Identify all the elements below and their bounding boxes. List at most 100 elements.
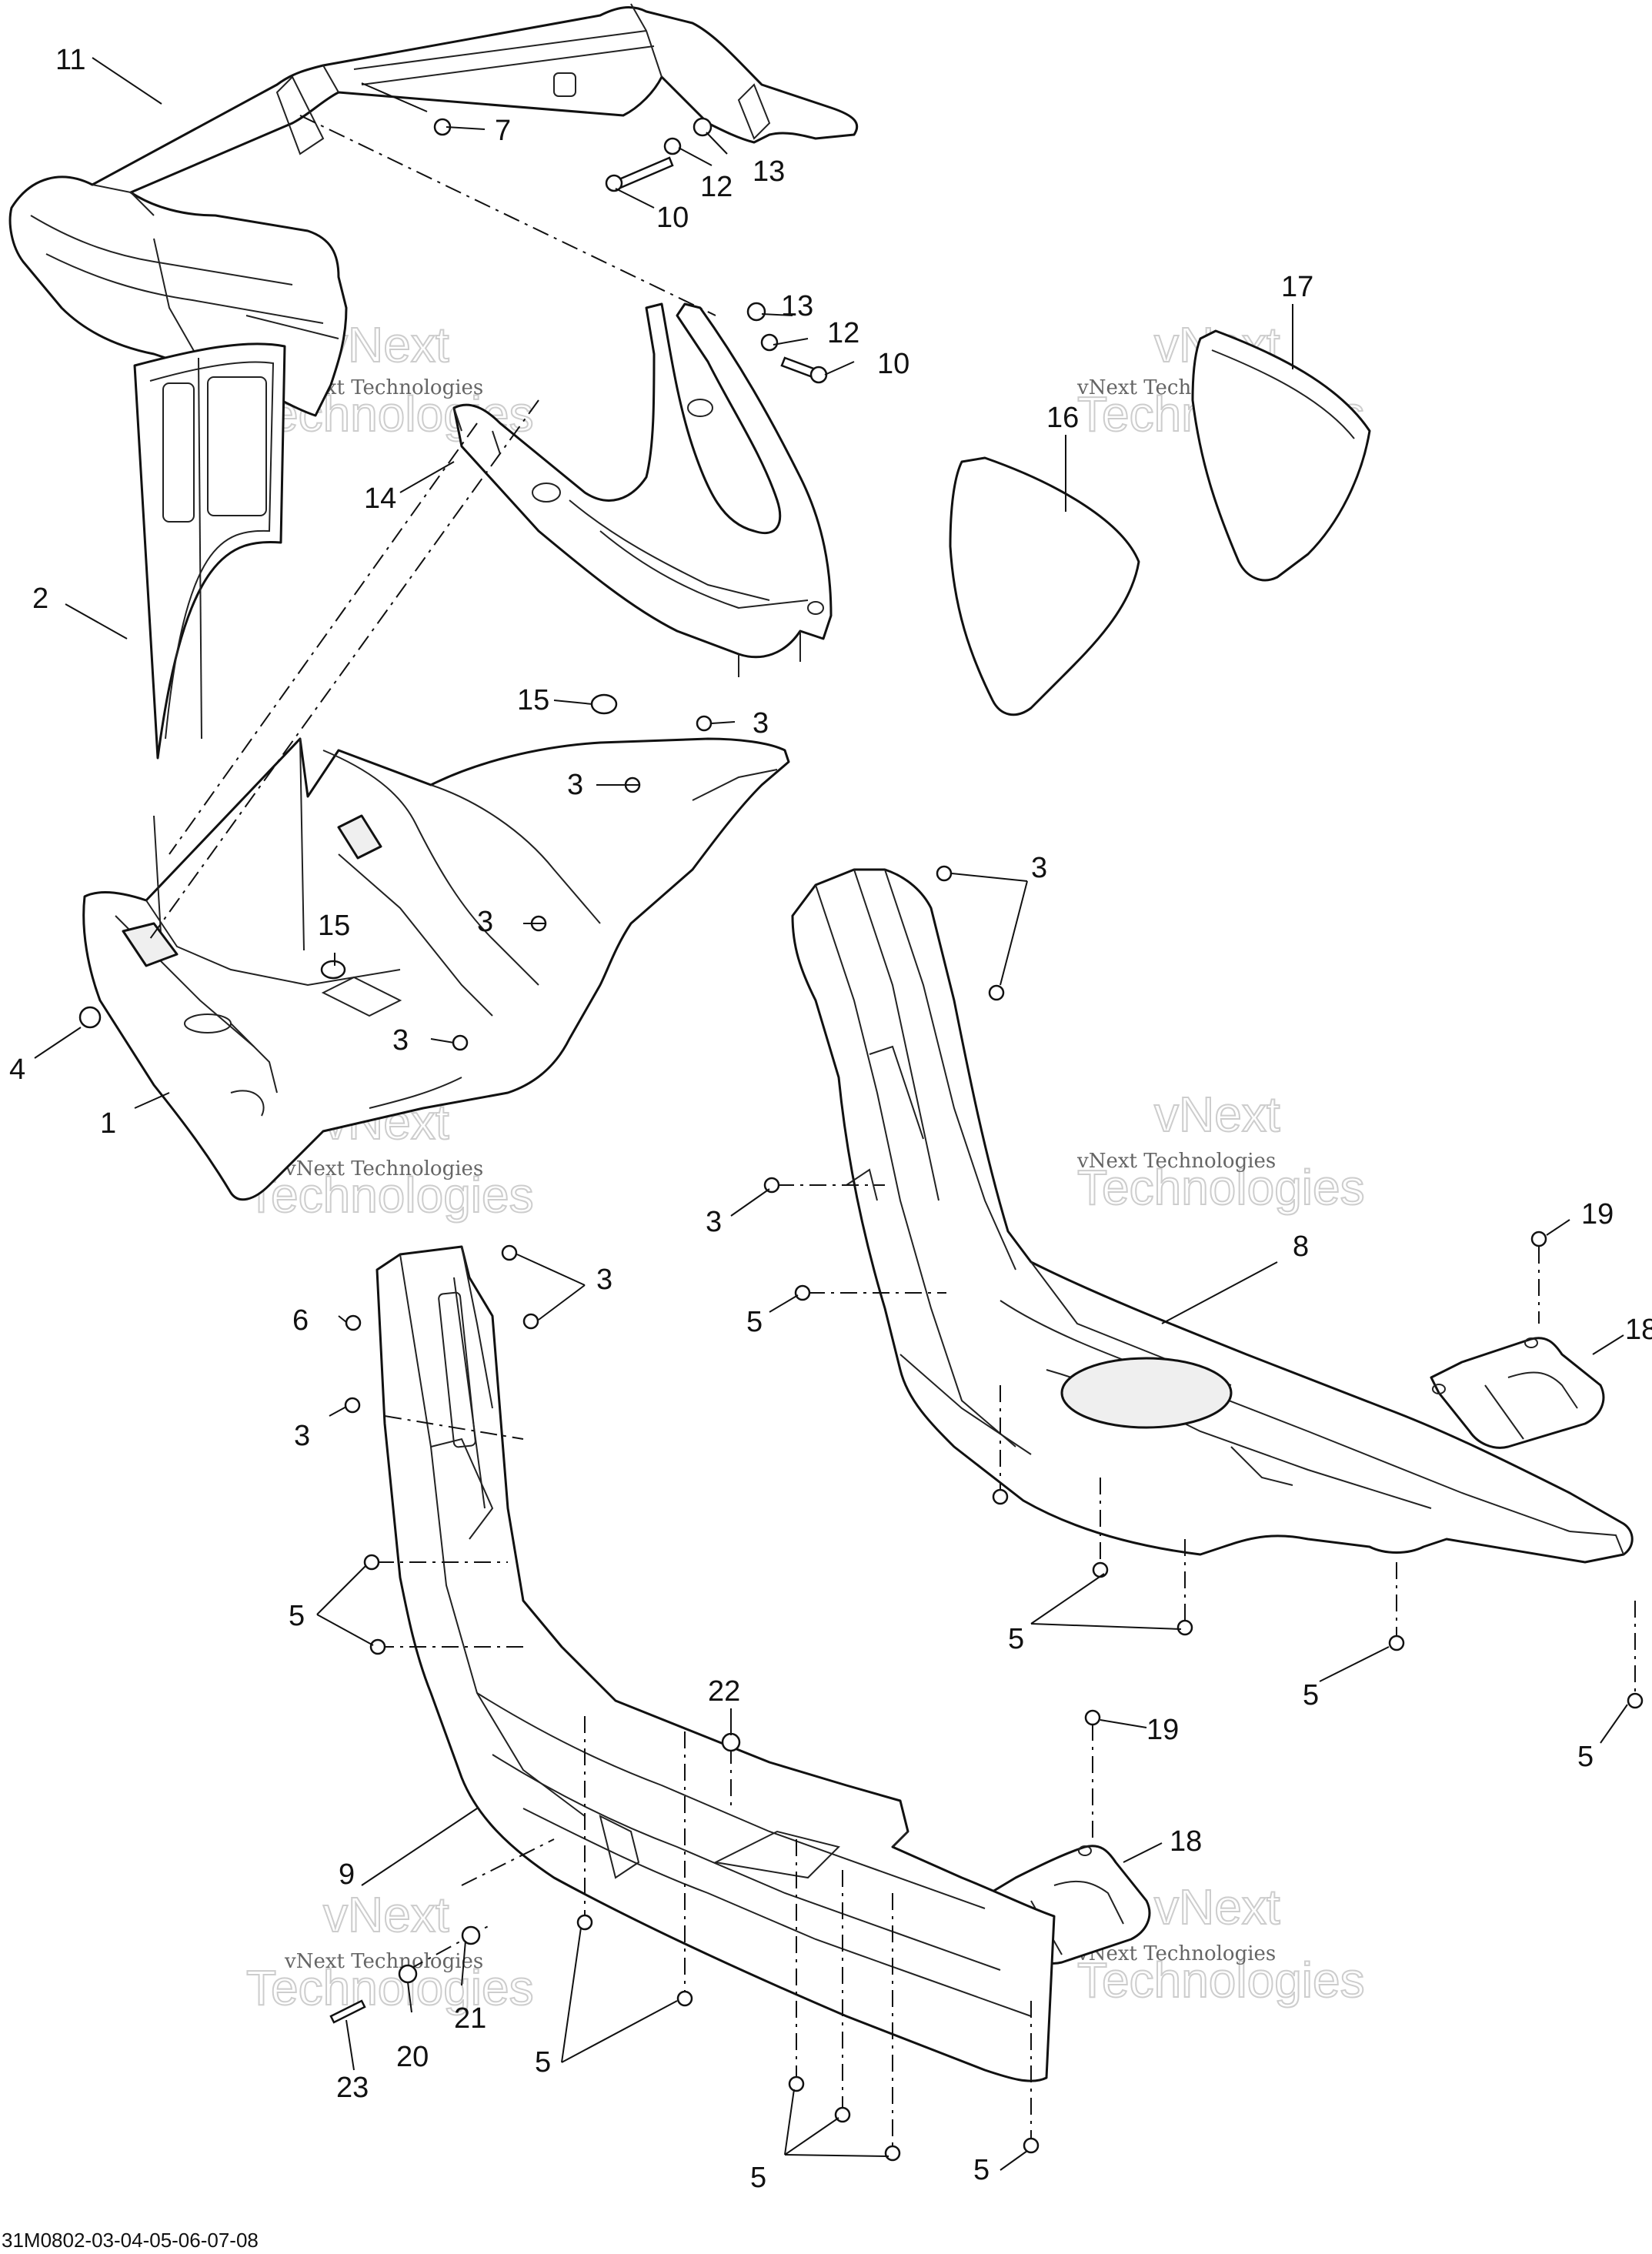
watermark-bottom-left: vNext Technologies vNext Technologies: [245, 1886, 535, 2016]
callout-11: 11: [55, 44, 85, 76]
washer-icon: [746, 302, 766, 322]
callout-6: 6: [292, 1304, 309, 1337]
callout-3b: 3: [567, 769, 583, 801]
watermark-vnext: vNext: [1154, 1879, 1280, 1935]
screw-icon: [1530, 1231, 1547, 1247]
leader-lines: [34, 57, 1628, 2171]
watermark-label: vNext Technologies: [284, 1157, 483, 1180]
callout-10b: 10: [877, 348, 909, 380]
screw-icon: [788, 2075, 805, 2092]
callout-5c: 5: [1008, 1623, 1024, 1655]
screw-icon: [344, 1397, 361, 1414]
callout-12: 12: [700, 171, 733, 203]
callout-16: 16: [1046, 402, 1079, 434]
callout-22: 22: [708, 1675, 740, 1708]
screw-icon: [676, 1990, 693, 2007]
callout-2: 2: [32, 583, 48, 615]
grommet-icon: [398, 1964, 418, 1984]
screw-icon: [452, 1034, 469, 1051]
callout-3g: 3: [596, 1264, 612, 1296]
callout-3e: 3: [392, 1024, 409, 1057]
part-2-gasket: [133, 342, 286, 760]
washer-icon: [760, 333, 779, 352]
screw-icon: [884, 2145, 901, 2162]
part-1-front-housing: [82, 737, 790, 1201]
callout-13: 13: [753, 155, 785, 188]
plug-icon: [78, 1006, 102, 1029]
callout-3c: 3: [477, 906, 493, 938]
callout-19b: 19: [1146, 1714, 1179, 1746]
callout-14: 14: [364, 483, 396, 515]
watermark-bottom-right: vNext Technologies vNext Technologies: [1076, 1878, 1366, 2009]
screw-icon: [1084, 1709, 1101, 1726]
screw-icon: [763, 1177, 780, 1194]
callout-5a: 5: [746, 1306, 763, 1338]
screw-icon: [501, 1244, 518, 1261]
washer-icon: [663, 137, 682, 155]
callout-21: 21: [454, 2002, 486, 2035]
screw-icon: [794, 1284, 811, 1301]
callout-labels: 11 7 13 12 10 13 12 10 17 16 14 2 15 3 3…: [9, 44, 1652, 2194]
pin-icon: [329, 1999, 366, 2024]
screw-icon: [369, 1638, 386, 1655]
callout-13b: 13: [781, 290, 813, 322]
callout-5h: 5: [973, 2154, 990, 2186]
screw-icon: [1627, 1692, 1644, 1709]
screw-icon: [1092, 1561, 1109, 1578]
callout-7: 7: [495, 115, 511, 147]
watermark-technologies: Technologies: [1077, 1952, 1365, 2008]
callout-15b: 15: [318, 910, 350, 942]
watermark-technologies: Technologies: [1077, 1160, 1365, 1215]
screw-icon: [992, 1488, 1009, 1505]
callout-5e: 5: [1577, 1741, 1594, 1773]
washer-icon: [693, 117, 713, 137]
screw-icon: [522, 1313, 539, 1330]
callout-23: 23: [336, 2072, 369, 2104]
watermark-technologies: Technologies: [246, 1960, 534, 2015]
callout-20: 20: [396, 2041, 429, 2073]
washer-icon: [461, 1925, 481, 1945]
watermark-vnext: vNext: [323, 1887, 449, 1942]
clip-icon: [320, 960, 346, 980]
screw-icon: [988, 984, 1005, 1001]
part-11-upper-cowl: [8, 3, 859, 417]
callout-5f: 5: [535, 2046, 551, 2079]
diagram-reference-code: 31M0802-03-04-05-06-07-08: [2, 2229, 259, 2252]
callout-4: 4: [9, 1054, 25, 1086]
clip-icon: [590, 693, 618, 715]
bolt-head-icon: [605, 174, 623, 192]
screw-icon: [936, 865, 953, 882]
bolt-head-icon: [809, 366, 828, 384]
part-14-bracket: [452, 302, 833, 677]
callout-3f: 3: [706, 1206, 722, 1238]
bolt-icon: [614, 156, 674, 190]
callout-18b: 18: [1170, 1825, 1202, 1858]
part-16-panel: [949, 456, 1140, 716]
part-17-panel: [1191, 329, 1371, 582]
part-8-right-side-panel: [791, 868, 1634, 1564]
callout-8: 8: [1293, 1231, 1309, 1263]
watermark-technologies: Technologies: [246, 1167, 534, 1223]
callout-5b: 5: [289, 1600, 305, 1632]
screw-icon: [1023, 2137, 1040, 2154]
callout-19: 19: [1581, 1198, 1614, 1231]
callout-3d: 3: [1031, 852, 1047, 884]
watermark-mid-right: vNext Technologies vNext Technologies: [1076, 1086, 1366, 1216]
callout-15: 15: [517, 684, 549, 716]
watermark-label: vNext Technologies: [1076, 1150, 1276, 1173]
screw-icon: [834, 2106, 851, 2123]
watermark-label: vNext Technologies: [284, 1950, 483, 1973]
callout-3h: 3: [294, 1420, 310, 1452]
callout-1: 1: [100, 1107, 116, 1140]
fasteners: [78, 117, 1644, 2162]
callout-3a: 3: [753, 707, 769, 740]
screw-icon: [696, 715, 713, 732]
callout-5g: 5: [750, 2162, 766, 2194]
callout-5d: 5: [1303, 1679, 1319, 1711]
washer-icon: [345, 1314, 362, 1331]
part-9-left-lower-panel: [375, 1245, 1056, 2082]
screw-icon: [363, 1554, 380, 1571]
callout-9: 9: [339, 1858, 355, 1891]
washer-icon: [721, 1732, 741, 1752]
